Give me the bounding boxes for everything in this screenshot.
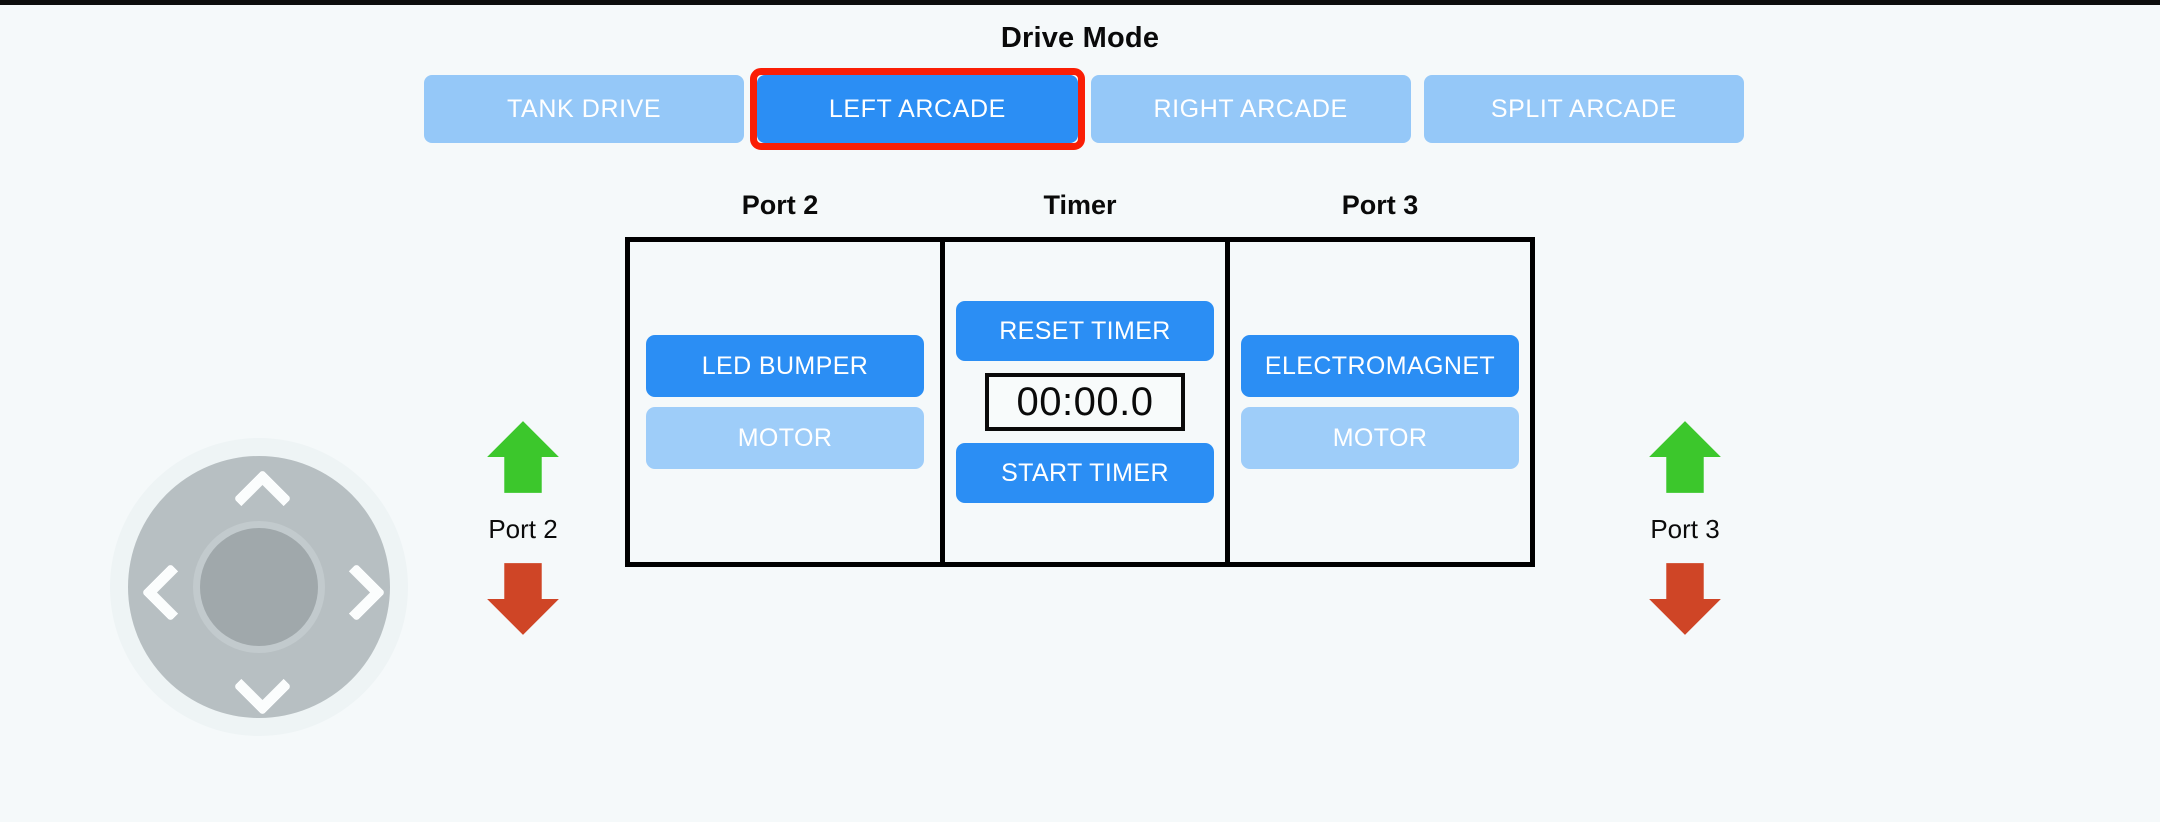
port3-motor-button[interactable]: MOTOR <box>1241 407 1519 469</box>
drive-mode-left-arcade-button[interactable]: LEFT ARCADE <box>757 75 1078 143</box>
port2-motor-button[interactable]: MOTOR <box>646 407 924 469</box>
timer-panel: RESET TIMER 00:00.0 START TIMER <box>940 242 1230 562</box>
drive-mode-selector: TANK DRIVE LEFT ARCADE RIGHT ARCADE SPLI… <box>424 68 1744 150</box>
chevron-up-icon[interactable] <box>234 464 284 514</box>
chevron-left-icon[interactable] <box>136 562 186 612</box>
port3-electromagnet-button[interactable]: ELECTROMAGNET <box>1241 335 1519 397</box>
drive-mode-option-split-arcade-wrap: SPLIT ARCADE <box>1423 75 1744 143</box>
green-up-arrow-icon[interactable] <box>1646 418 1724 496</box>
green-up-arrow-icon[interactable] <box>484 418 562 496</box>
port2-arrow-label: Port 2 <box>488 514 558 544</box>
port2-led-bumper-button[interactable]: LED BUMPER <box>646 335 924 397</box>
start-timer-button[interactable]: START TIMER <box>956 443 1214 503</box>
port3-arrow-label: Port 3 <box>1650 514 1720 544</box>
top-edge-bar <box>0 0 2160 5</box>
dpad-center-button[interactable] <box>200 528 318 646</box>
directional-pad[interactable] <box>110 438 408 736</box>
port2-panel: LED BUMPER MOTOR <box>630 242 940 562</box>
reset-timer-button[interactable]: RESET TIMER <box>956 301 1214 361</box>
chevron-right-icon[interactable] <box>332 562 382 612</box>
red-down-arrow-icon[interactable] <box>484 560 562 638</box>
port2-arrow-controls: Port 2 <box>448 418 598 638</box>
drive-mode-right-arcade-button[interactable]: RIGHT ARCADE <box>1090 75 1411 143</box>
port3-panel-heading: Port 3 <box>1341 190 1419 220</box>
device-panel-container: LED BUMPER MOTOR RESET TIMER 00:00.0 STA… <box>625 237 1535 567</box>
port3-panel: ELECTROMAGNET MOTOR <box>1230 242 1530 562</box>
page-title: Drive Mode <box>1000 22 1160 54</box>
drive-mode-option-tank-drive-wrap: TANK DRIVE <box>424 75 745 143</box>
red-down-arrow-icon[interactable] <box>1646 560 1724 638</box>
port2-panel-heading: Port 2 <box>741 190 819 220</box>
timer-display: 00:00.0 <box>985 373 1185 431</box>
drive-mode-split-arcade-button[interactable]: SPLIT ARCADE <box>1423 75 1744 143</box>
drive-mode-option-right-arcade-wrap: RIGHT ARCADE <box>1090 75 1411 143</box>
port3-arrow-controls: Port 3 <box>1610 418 1760 638</box>
chevron-down-icon[interactable] <box>234 660 284 710</box>
timer-panel-heading: Timer <box>1043 190 1117 220</box>
drive-mode-tank-drive-button[interactable]: TANK DRIVE <box>424 75 745 143</box>
drive-mode-option-left-arcade-wrap: LEFT ARCADE <box>750 68 1085 150</box>
